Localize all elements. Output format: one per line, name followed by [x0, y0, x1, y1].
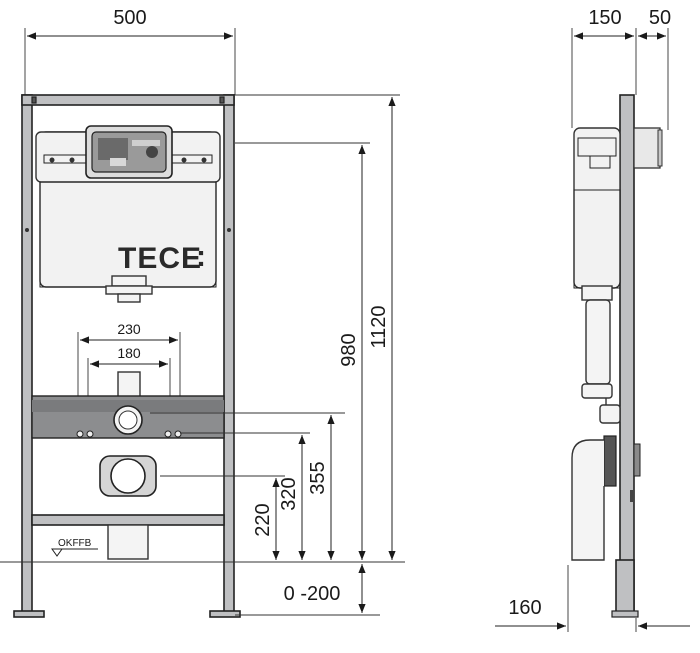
label-180: 180	[117, 345, 141, 361]
dimension-depth-50: 50	[638, 7, 671, 130]
label-1120: 1120	[368, 305, 390, 348]
cistern: TECE :	[35, 125, 221, 303]
frame-left-upright	[21, 94, 33, 616]
drain-connection	[99, 455, 157, 560]
dimension-height-320: 320	[278, 435, 306, 560]
side-frame-upright	[619, 94, 635, 616]
label-150: 150	[588, 7, 621, 29]
dimension-height-adjust: 0 -200	[284, 564, 366, 613]
front-view: 500	[0, 7, 405, 618]
side-flush-plate	[633, 127, 661, 169]
dimension-height-1120: 1120	[368, 97, 396, 560]
label-220: 220	[252, 503, 274, 536]
frame-top-rail	[21, 94, 235, 106]
label-230: 230	[117, 321, 141, 337]
frame-foot-right	[209, 610, 241, 618]
side-cistern	[573, 127, 621, 399]
label-okffb: OKFFB	[58, 538, 92, 549]
tece-logo: TECE	[118, 242, 202, 275]
mounting-plate	[31, 395, 225, 439]
frame-right-upright	[223, 94, 235, 616]
label-320: 320	[278, 477, 300, 510]
label-500: 500	[113, 7, 146, 29]
dimension-depth-150: 150	[571, 7, 637, 128]
dimension-width-500: 500	[24, 7, 236, 95]
label-160: 160	[508, 597, 541, 619]
dimension-height-980: 980	[338, 145, 366, 560]
side-view: 150 50	[495, 7, 690, 632]
dimension-depth-160: 160	[495, 565, 690, 632]
frame-bottom-rail	[31, 514, 225, 526]
dimension-height-355: 355	[307, 415, 335, 560]
tece-logo-mark: :	[196, 240, 207, 273]
label-0-200: 0 -200	[284, 583, 341, 605]
label-50: 50	[649, 7, 671, 29]
side-drain-bend	[571, 398, 641, 561]
label-980: 980	[338, 333, 360, 366]
finished-floor-reference: OKFFB	[0, 538, 405, 563]
frame-foot-left	[13, 610, 45, 618]
dimension-height-220: 220	[252, 478, 280, 560]
label-355: 355	[307, 461, 329, 494]
